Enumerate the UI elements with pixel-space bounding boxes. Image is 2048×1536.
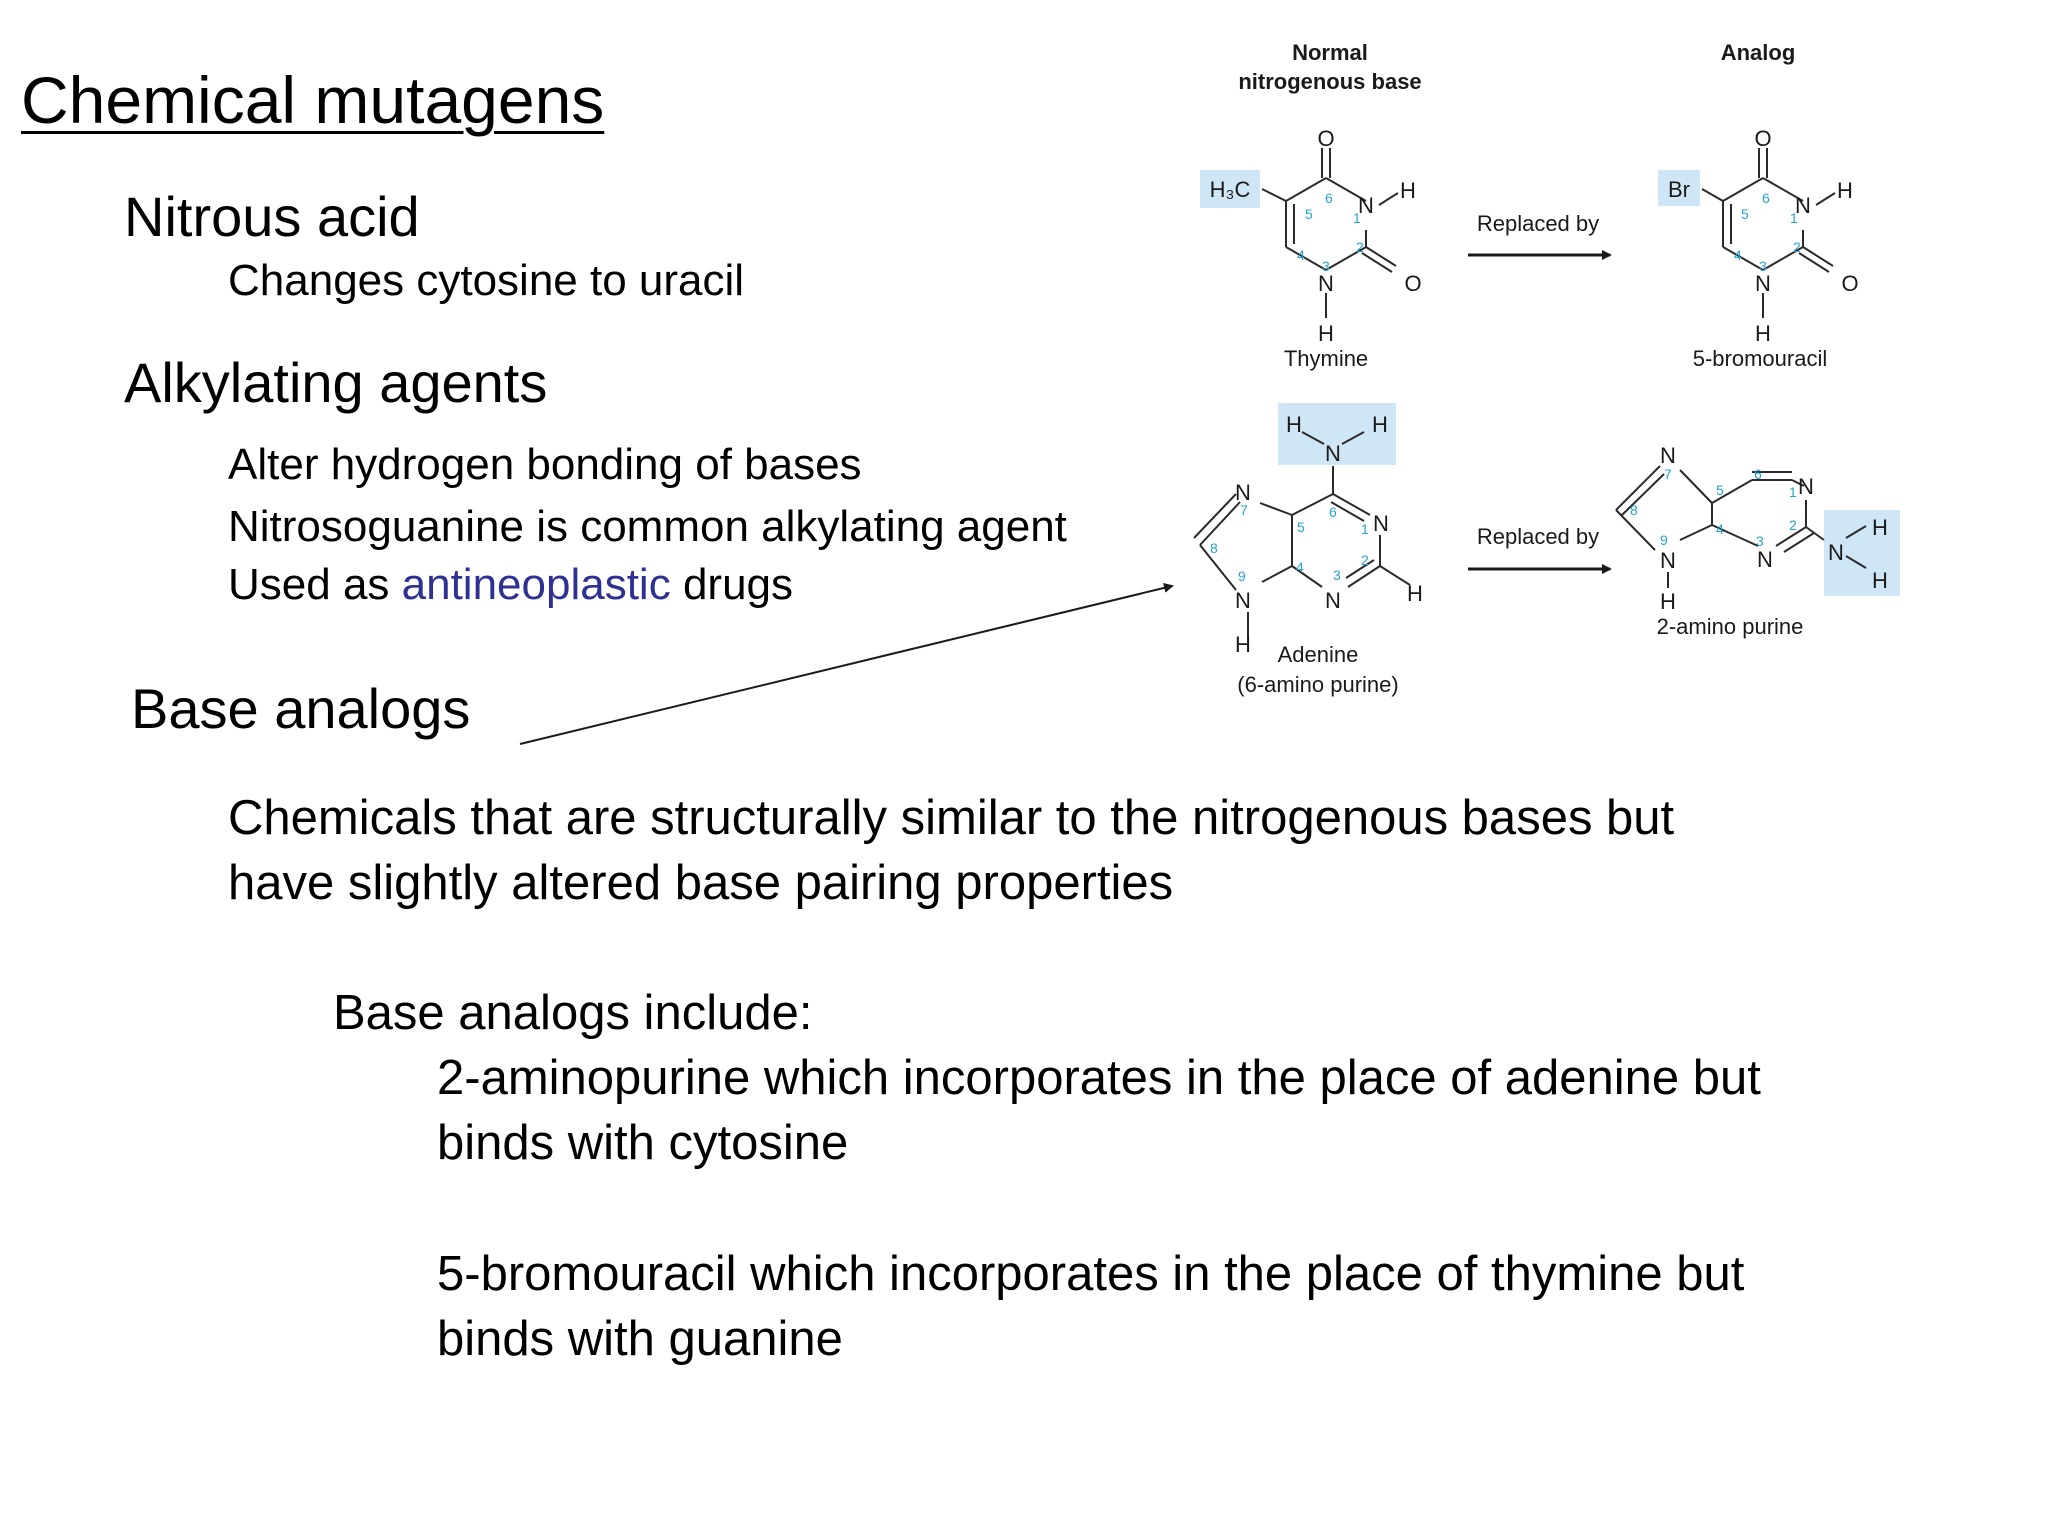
adenine-atom-n3: N (1325, 588, 1341, 613)
aminopurine-amino-highlight (1824, 510, 1900, 596)
definition-line-1: Chemicals that are structurally similar … (228, 791, 1675, 845)
used-as-suffix: drugs (670, 560, 794, 609)
adenine-sub-label: (6-amino purine) (1237, 672, 1398, 697)
aminopurine-num-4: 4 (1716, 521, 1724, 537)
replaced-by-bottom-label: Replaced by (1477, 524, 1599, 549)
aminopurine-structure (1615, 465, 1900, 596)
bromouracil-line-2: binds with guanine (437, 1312, 843, 1366)
aminopurine-atom-n-amino: N (1828, 540, 1844, 565)
aminopurine-num-8: 8 (1630, 502, 1638, 518)
thymine-num-2: 2 (1356, 239, 1364, 255)
bromouracil-atom-n1: N (1795, 193, 1811, 218)
antineoplastic-link[interactable]: antineoplastic (401, 560, 671, 609)
bromouracil-num-4: 4 (1734, 247, 1742, 263)
thymine-num-3: 3 (1322, 258, 1330, 274)
adenine-atom-n9: N (1235, 588, 1251, 613)
bromouracil-atom-h1: H (1837, 178, 1853, 203)
include-label: Base analogs include: (333, 986, 813, 1040)
aminopurine-label: 2-amino purine (1657, 614, 1804, 639)
aminopurine-atom-h9: H (1660, 589, 1676, 614)
thymine-methyl-highlight (1200, 170, 1260, 208)
col-normal-line1: Normal (1292, 40, 1368, 65)
aminopurine-atom-h-a: H (1872, 515, 1888, 540)
thymine-label: Thymine (1284, 346, 1368, 371)
bromouracil-atom-h3: H (1755, 321, 1771, 346)
aminopurine-atom-n9: N (1660, 548, 1676, 573)
adenine-atom-n7: N (1235, 480, 1251, 505)
adenine-atom-h-b: H (1372, 412, 1388, 437)
adenine-atom-h-a: H (1286, 412, 1302, 437)
bromouracil-num-3: 3 (1759, 258, 1767, 274)
adenine-num-2: 2 (1361, 552, 1369, 568)
aminopurine-line-1: 2-aminopurine which incorporates in the … (437, 1051, 1761, 1105)
thymine-num-4: 4 (1297, 247, 1305, 263)
alkylating-point-1: Alter hydrogen bonding of bases (228, 440, 862, 489)
bromouracil-num-6: 6 (1762, 190, 1770, 206)
nitrous-acid-heading: Nitrous acid (124, 185, 420, 248)
aminopurine-atom-n1: N (1798, 474, 1814, 499)
aminopurine-num-1: 1 (1789, 484, 1797, 500)
thymine-num-6: 6 (1325, 190, 1333, 206)
bromouracil-structure (1658, 148, 1836, 318)
adenine-amino-highlight (1278, 403, 1396, 465)
thymine-atom-h1: H (1400, 178, 1416, 203)
aminopurine-atom-n7: N (1660, 443, 1676, 468)
adenine-num-1: 1 (1361, 521, 1369, 537)
col-normal-line2: nitrogenous base (1238, 69, 1421, 94)
used-as-prefix: Used as (228, 560, 402, 609)
adenine-atom-n-amino: N (1325, 441, 1341, 466)
replaced-by-top-label: Replaced by (1477, 211, 1599, 236)
bromouracil-num-2: 2 (1793, 239, 1801, 255)
aminopurine-atom-h-b: H (1872, 568, 1888, 593)
adenine-num-7: 7 (1240, 502, 1248, 518)
page-title: Chemical mutagens (21, 63, 605, 137)
adenine-num-9: 9 (1238, 568, 1246, 584)
bromouracil-atom-br: Br (1668, 177, 1690, 202)
thymine-atom-h3: H (1318, 321, 1334, 346)
adenine-label: Adenine (1278, 642, 1359, 667)
adenine-num-8: 8 (1210, 540, 1218, 556)
bromouracil-label: 5-bromouracil (1693, 346, 1828, 371)
thymine-atom-n3: N (1318, 271, 1334, 296)
alkylating-point-3: Used as antineoplastic drugs (228, 560, 793, 610)
aminopurine-num-5: 5 (1716, 482, 1724, 498)
adenine-num-6: 6 (1329, 504, 1337, 520)
aminopurine-num-2: 2 (1789, 517, 1797, 533)
bromouracil-atom-n3: N (1755, 271, 1771, 296)
adenine-atom-h9: H (1235, 632, 1251, 657)
bromouracil-br-highlight (1658, 170, 1700, 206)
aminopurine-line-2: binds with cytosine (437, 1116, 849, 1170)
thymine-structure (1200, 148, 1399, 318)
thymine-atom-h3c: H₃C (1210, 177, 1251, 202)
adenine-atom-n1: N (1373, 511, 1389, 536)
bromouracil-line-1: 5-bromouracil which incorporates in the … (437, 1247, 1745, 1301)
thymine-num-1: 1 (1353, 210, 1361, 226)
bromouracil-atom-o6: O (1754, 126, 1771, 151)
alkylating-point-2: Nitrosoguanine is common alkylating agen… (228, 502, 1067, 551)
alkylating-heading: Alkylating agents (124, 351, 548, 414)
aminopurine-num-7: 7 (1664, 466, 1672, 482)
adenine-atom-h2: H (1407, 581, 1423, 606)
col-analog: Analog (1721, 40, 1796, 65)
adenine-num-4: 4 (1296, 559, 1304, 575)
base-analogs-pointer-arrow (519, 583, 1174, 745)
thymine-atom-o2: O (1404, 271, 1421, 296)
bromouracil-num-1: 1 (1790, 210, 1798, 226)
aminopurine-atom-n3: N (1757, 547, 1773, 572)
thymine-atom-n1: N (1358, 193, 1374, 218)
aminopurine-num-9: 9 (1660, 532, 1668, 548)
thymine-atom-o6: O (1317, 126, 1334, 151)
adenine-num-5: 5 (1297, 519, 1305, 535)
adenine-structure (1193, 403, 1411, 638)
definition-line-2: have slightly altered base pairing prope… (228, 856, 1174, 910)
thymine-num-5: 5 (1305, 206, 1313, 222)
base-analogs-heading: Base analogs (131, 677, 471, 740)
nitrous-acid-point: Changes cytosine to uracil (228, 256, 745, 305)
bromouracil-atom-o2: O (1841, 271, 1858, 296)
aminopurine-num-6: 6 (1754, 466, 1762, 482)
aminopurine-num-3: 3 (1756, 533, 1764, 549)
adenine-num-3: 3 (1333, 567, 1341, 583)
bromouracil-num-5: 5 (1741, 206, 1749, 222)
